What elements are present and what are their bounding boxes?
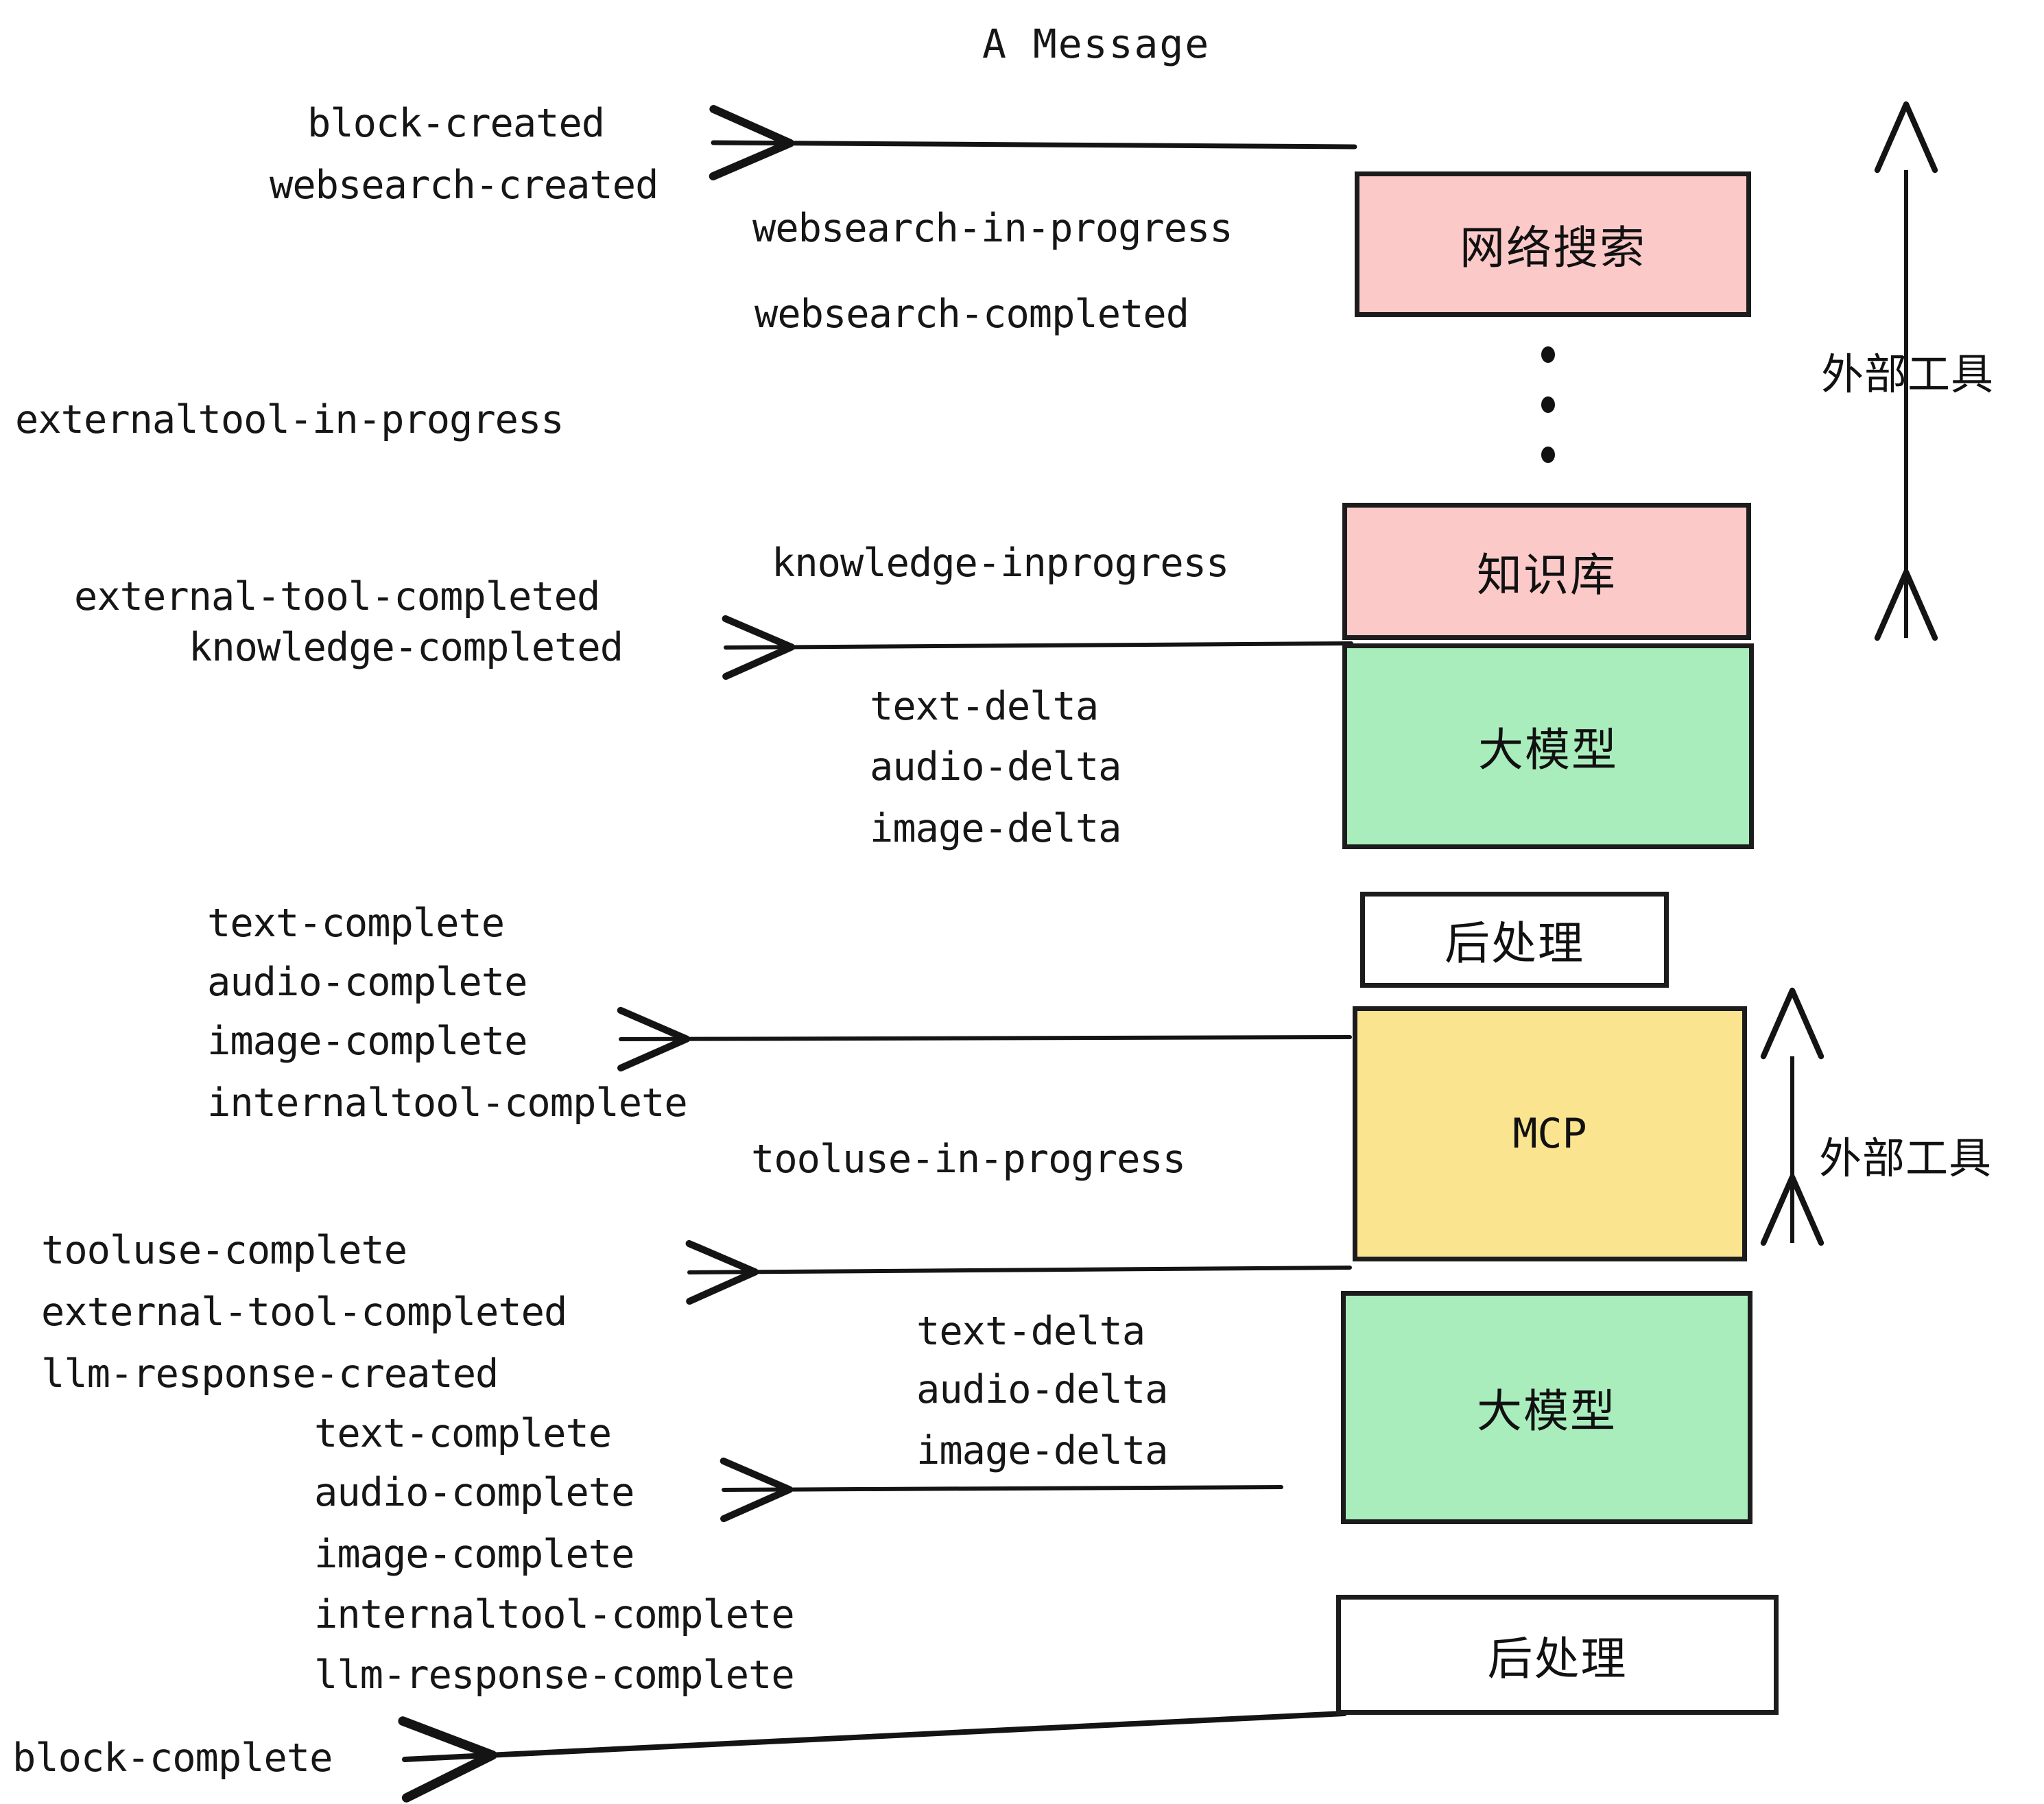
box-mcp-label: MCP — [1512, 1110, 1587, 1158]
event-external-tool-completed-2: external-tool-completed — [41, 1290, 567, 1335]
box-knowledge-base[interactable]: 知识库 — [1342, 503, 1751, 640]
event-block-created: block-created — [307, 101, 605, 146]
event-audio-complete-1: audio-complete — [207, 960, 527, 1005]
event-text-complete-2: text-complete — [314, 1411, 612, 1456]
box-llm-top-label: 大模型 — [1478, 724, 1618, 776]
ellipsis-dot — [1541, 346, 1555, 363]
event-tooluse-in-progress: tooluse-in-progress — [751, 1137, 1186, 1182]
vertical-ellipsis — [1540, 346, 1556, 463]
ellipsis-dot — [1541, 447, 1555, 463]
arrow-llm-to-audio-complete — [720, 1457, 1283, 1523]
box-websearch-label: 网络搜索 — [1460, 222, 1646, 274]
box-knowledge-base-label: 知识库 — [1477, 549, 1617, 602]
event-image-delta-2: image-delta — [916, 1428, 1168, 1473]
event-llm-response-created: llm-response-created — [41, 1351, 499, 1397]
box-postprocess-bottom-label: 后处理 — [1487, 1632, 1628, 1685]
event-llm-response-complete: llm-response-complete — [314, 1652, 795, 1698]
box-llm-bottom[interactable]: 大模型 — [1341, 1291, 1752, 1524]
box-llm-top[interactable]: 大模型 — [1342, 643, 1754, 849]
box-llm-bottom-label: 大模型 — [1477, 1385, 1617, 1438]
event-text-delta-1: text-delta — [870, 684, 1099, 729]
event-internaltool-complete-2: internaltool-complete — [314, 1592, 795, 1637]
label-external-tool-top: 外部工具 — [1821, 349, 1995, 399]
event-audio-complete-2: audio-complete — [314, 1470, 634, 1515]
event-externaltool-in-progress: externaltool-in-progress — [15, 397, 565, 442]
event-audio-delta-1: audio-delta — [870, 744, 1121, 790]
label-external-tool-bottom: 外部工具 — [1819, 1133, 1993, 1183]
event-knowledge-completed: knowledge-completed — [189, 625, 623, 670]
arrow-websearch-to-created — [709, 105, 1357, 180]
box-postprocess-top-label: 后处理 — [1445, 917, 1584, 970]
box-postprocess-top[interactable]: 后处理 — [1360, 892, 1669, 988]
arrow-knowledge-to-completed — [722, 615, 1353, 680]
box-mcp[interactable]: MCP — [1353, 1006, 1747, 1261]
event-image-complete-2: image-complete — [314, 1532, 634, 1577]
event-tooluse-complete: tooluse-complete — [41, 1228, 407, 1273]
ellipsis-dot — [1541, 396, 1555, 413]
diagram-title: A Message — [982, 21, 1211, 67]
event-image-complete-1: image-complete — [207, 1019, 527, 1064]
event-knowledge-inprogress: knowledge-inprogress — [772, 541, 1229, 586]
arrow-postprocess-to-block-complete — [398, 1711, 1347, 1803]
event-external-tool-completed-1: external-tool-completed — [74, 574, 600, 619]
arrow-postprocess-to-image-complete — [617, 1006, 1352, 1072]
event-text-delta-2: text-delta — [916, 1309, 1145, 1354]
event-websearch-created: websearch-created — [270, 163, 658, 208]
event-internaltool-complete-1: internaltool-complete — [207, 1080, 688, 1126]
event-image-delta-1: image-delta — [870, 806, 1121, 851]
event-websearch-completed: websearch-completed — [754, 292, 1189, 337]
event-text-complete-1: text-complete — [207, 901, 505, 946]
box-postprocess-bottom[interactable]: 后处理 — [1336, 1595, 1779, 1715]
event-audio-delta-2: audio-delta — [916, 1367, 1168, 1412]
event-block-complete: block-complete — [12, 1735, 333, 1781]
box-websearch[interactable]: 网络搜索 — [1355, 171, 1751, 317]
arrow-mcp-to-tooluse-complete — [685, 1239, 1352, 1305]
event-websearch-in-progress: websearch-in-progress — [752, 206, 1233, 251]
